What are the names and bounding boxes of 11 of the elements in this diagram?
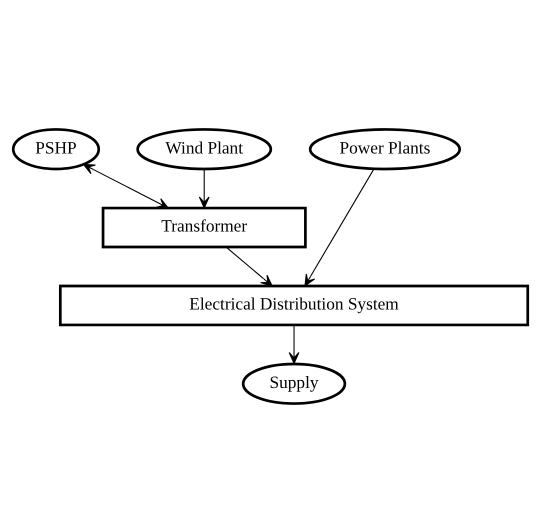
- node-ellipse: Power Plants: [308, 128, 462, 170]
- arrow: [288, 324, 300, 364]
- arrow: [226, 246, 273, 286]
- node-ellipse: Supply: [242, 362, 346, 404]
- node-ellipse: Wind Plant: [136, 128, 272, 170]
- arrow: [82, 163, 169, 208]
- node-box: Transformer: [102, 206, 307, 248]
- node-ellipse: PSHP: [12, 128, 100, 170]
- arrow: [304, 168, 374, 286]
- arrow: [198, 168, 210, 208]
- node-box: Electrical Distribution System: [58, 284, 530, 326]
